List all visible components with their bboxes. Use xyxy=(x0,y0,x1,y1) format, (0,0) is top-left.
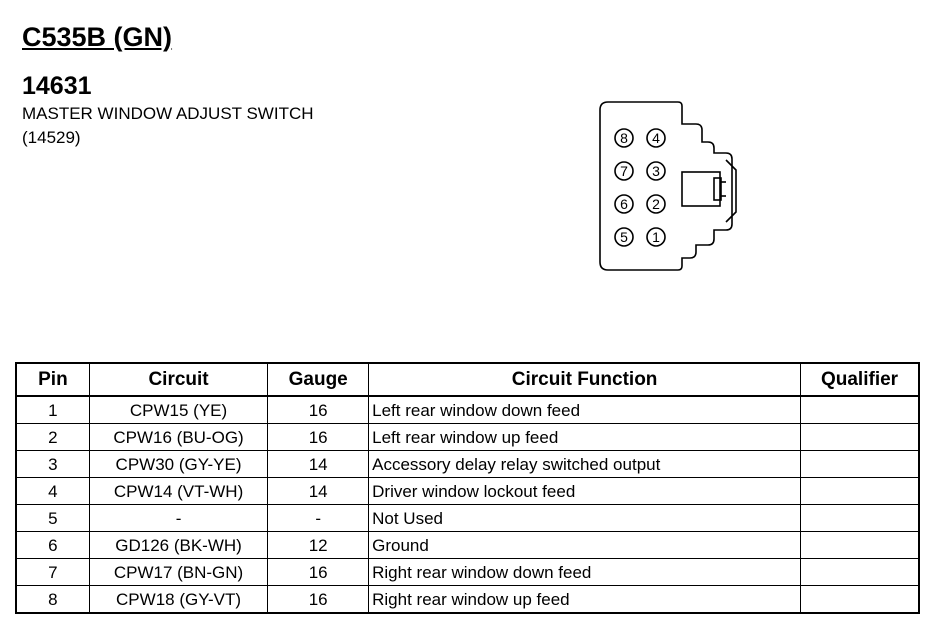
circuit-function-cell: Right rear window down feed xyxy=(368,558,802,586)
circuit-function-cell: Right rear window up feed xyxy=(368,585,802,614)
pin-cell: 6 xyxy=(15,531,90,559)
table-row: 5--Not Used xyxy=(15,504,920,532)
qualifier-cell xyxy=(800,423,920,451)
pin-cell: 4 xyxy=(15,477,90,505)
connector-pin-number: 1 xyxy=(652,229,660,245)
circuit-cell: CPW16 (BU-OG) xyxy=(88,423,269,451)
qualifier-cell xyxy=(800,504,920,532)
gauge-cell: - xyxy=(267,504,370,532)
pin-cell: 5 xyxy=(15,504,90,532)
header-gauge: Gauge xyxy=(267,362,370,397)
connector-pin: 2 xyxy=(646,194,666,214)
connector-pin: 7 xyxy=(614,161,634,181)
component-base-number: (14529) xyxy=(22,128,81,147)
connector-pin: 8 xyxy=(614,128,634,148)
connector-pin: 5 xyxy=(614,227,634,247)
pin-cell: 2 xyxy=(15,423,90,451)
qualifier-cell xyxy=(800,477,920,505)
header-circuit: Circuit xyxy=(88,362,269,397)
qualifier-cell xyxy=(800,531,920,559)
circuit-function-cell: Not Used xyxy=(368,504,802,532)
gauge-cell: 16 xyxy=(267,558,370,586)
pinout-table: Pin Circuit Gauge Circuit Function Quali… xyxy=(15,362,920,614)
header-pin: Pin xyxy=(15,362,90,397)
connector-body xyxy=(599,101,733,271)
gauge-cell: 14 xyxy=(267,477,370,505)
connector-pin-number: 2 xyxy=(652,196,660,212)
circuit-cell: - xyxy=(88,504,269,532)
circuit-cell: GD126 (BK-WH) xyxy=(88,531,269,559)
connector-pin-number: 8 xyxy=(620,130,628,146)
connector-pin-number: 4 xyxy=(652,130,660,146)
connector-pin: 6 xyxy=(614,194,634,214)
connector-pin-number: 5 xyxy=(620,229,628,245)
connector-face-diagram: 8 4 7 3 6 2 5 1 xyxy=(599,101,737,271)
circuit-cell: CPW14 (VT-WH) xyxy=(88,477,269,505)
connector-latch xyxy=(681,171,721,207)
pin-cell: 8 xyxy=(15,585,90,614)
connector-pin: 4 xyxy=(646,128,666,148)
circuit-function-cell: Left rear window down feed xyxy=(368,395,802,424)
connector-id: C535B (GN) xyxy=(22,22,173,52)
circuit-function-cell: Accessory delay relay switched output xyxy=(368,450,802,478)
pin-cell: 7 xyxy=(15,558,90,586)
gauge-cell: 16 xyxy=(267,395,370,424)
pin-cell: 3 xyxy=(15,450,90,478)
connector-pin: 3 xyxy=(646,161,666,181)
pin-cell: 1 xyxy=(15,395,90,424)
connector-pin-number: 3 xyxy=(652,163,660,179)
gauge-cell: 16 xyxy=(267,423,370,451)
circuit-function-cell: Ground xyxy=(368,531,802,559)
qualifier-cell xyxy=(800,585,920,614)
part-number: 14631 xyxy=(22,72,92,100)
circuit-function-cell: Left rear window up feed xyxy=(368,423,802,451)
circuit-cell: CPW17 (BN-GN) xyxy=(88,558,269,586)
header-circuit-function: Circuit Function xyxy=(368,362,802,397)
circuit-cell: CPW30 (GY-YE) xyxy=(88,450,269,478)
circuit-cell: CPW15 (YE) xyxy=(88,395,269,424)
connector-pin-number: 7 xyxy=(620,163,628,179)
qualifier-cell xyxy=(800,450,920,478)
gauge-cell: 12 xyxy=(267,531,370,559)
connector-pin: 1 xyxy=(646,227,666,247)
table-header-row: Pin Circuit Gauge Circuit Function Quali… xyxy=(15,362,920,397)
qualifier-cell xyxy=(800,558,920,586)
qualifier-cell xyxy=(800,395,920,424)
component-name: MASTER WINDOW ADJUST SWITCH xyxy=(22,104,314,123)
circuit-function-cell: Driver window lockout feed xyxy=(368,477,802,505)
connector-pin-number: 6 xyxy=(620,196,628,212)
gauge-cell: 14 xyxy=(267,450,370,478)
header-qualifier: Qualifier xyxy=(800,362,920,397)
gauge-cell: 16 xyxy=(267,585,370,614)
circuit-cell: CPW18 (GY-VT) xyxy=(88,585,269,614)
